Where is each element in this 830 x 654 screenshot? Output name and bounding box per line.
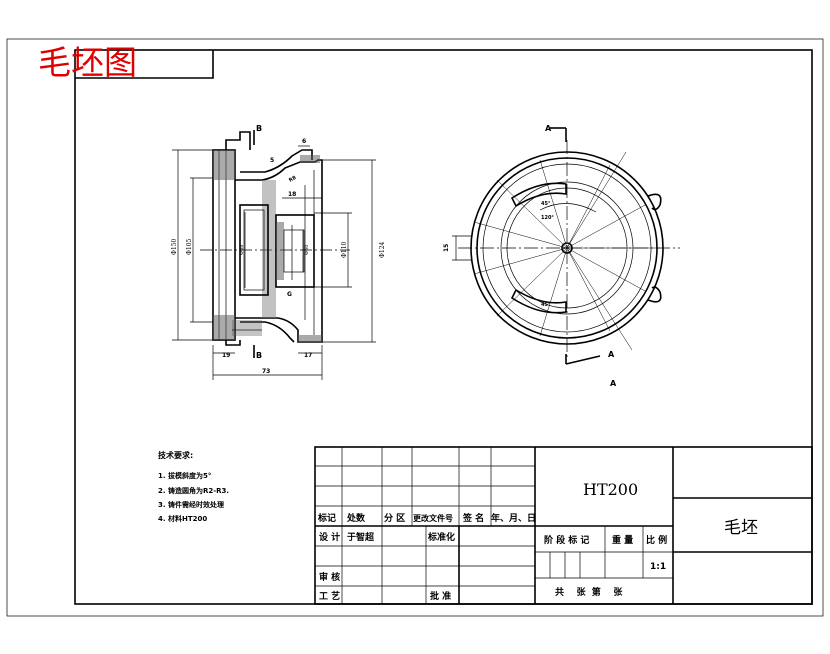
rev-header-5: 签 名 [462,512,484,524]
scale-label: 比 例 [646,534,667,546]
note-item-4: 4. 材料HT200 [158,514,207,523]
svg-text:A: A [610,379,617,388]
title-block: HT200 毛坯 标记 处数 分 区 更改文件号 签 名 年、月、日 设 计 于… [314,446,813,605]
designer-name: 于智超 [347,531,375,543]
note-item-1: 1. 拔模斜度为5° [158,471,211,480]
sheets-label: 共 张 第 张 [555,586,623,598]
dim-g-mark: G [287,291,292,298]
stamp-box [75,50,214,79]
rev-header-1: 标记 [317,512,336,524]
check-label: 审 核 [319,571,340,583]
technical-notes: 技术要求: 1. 拔模斜度为5° 2. 铸造圆角为R2-R3. 3. 铸件需经时… [158,450,229,523]
svg-text:A: A [545,124,552,133]
svg-text:A: A [608,350,615,359]
note-item-3: 3. 铸件需经时效处理 [158,500,224,509]
end-view: 45° 120° 45° 15 A A A [443,124,680,388]
dim-bot-17: 17 [304,352,312,359]
dim-ang-45-bot: 45° [541,302,551,308]
dim-ang-45-top: 45° [541,201,551,207]
dim-ang-120: 120° [541,215,554,221]
dim-left-15: 15 [443,244,450,252]
scale-value: 1:1 [650,562,666,572]
std-label: 标准化 [427,531,455,543]
stamp-text: 毛坯图 [38,43,137,82]
rev-header-4: 更改文件号 [413,513,453,523]
notes-title: 技术要求: [158,450,193,460]
rev-header-6: 年、月、日 [491,512,536,524]
note-item-2: 2. 铸造圆角为R2-R3. [158,486,229,495]
weight-label: 重 量 [612,534,633,546]
dim-top-5: 5 [270,157,274,164]
part-name: 毛坯 [724,518,758,538]
dim-top-r: R8 [288,175,298,184]
design-label: 设 计 [319,531,340,543]
rev-header-2: 处数 [346,512,366,524]
dim-left-bore: Φ48 [239,245,245,255]
rev-header-3: 分 区 [384,512,405,524]
section-view: B B Φ150 Φ105 Φ48 Φ60 Φ110 Φ124 6 18 5 R… [171,124,386,380]
dim-right-a: Φ110 [341,241,348,258]
dim-right-b: Φ124 [379,241,386,258]
dim-bot-19: 19 [222,352,230,359]
dim-top-6: 6 [302,138,306,145]
dim-left-overall: Φ150 [171,238,178,255]
dim-top-18: 18 [288,191,296,198]
outer-trim [6,38,824,617]
stage-label: 阶 段 标 记 [544,534,589,546]
dim-mid-bore: Φ60 [304,245,310,255]
process-label: 工 艺 [319,590,340,602]
svg-text:B: B [256,351,262,360]
approve-label: 批 准 [430,590,451,602]
dim-bot-73: 73 [262,368,270,375]
dim-left-inner: Φ105 [186,238,193,255]
material-value: HT200 [583,480,638,499]
svg-text:B: B [256,124,262,133]
